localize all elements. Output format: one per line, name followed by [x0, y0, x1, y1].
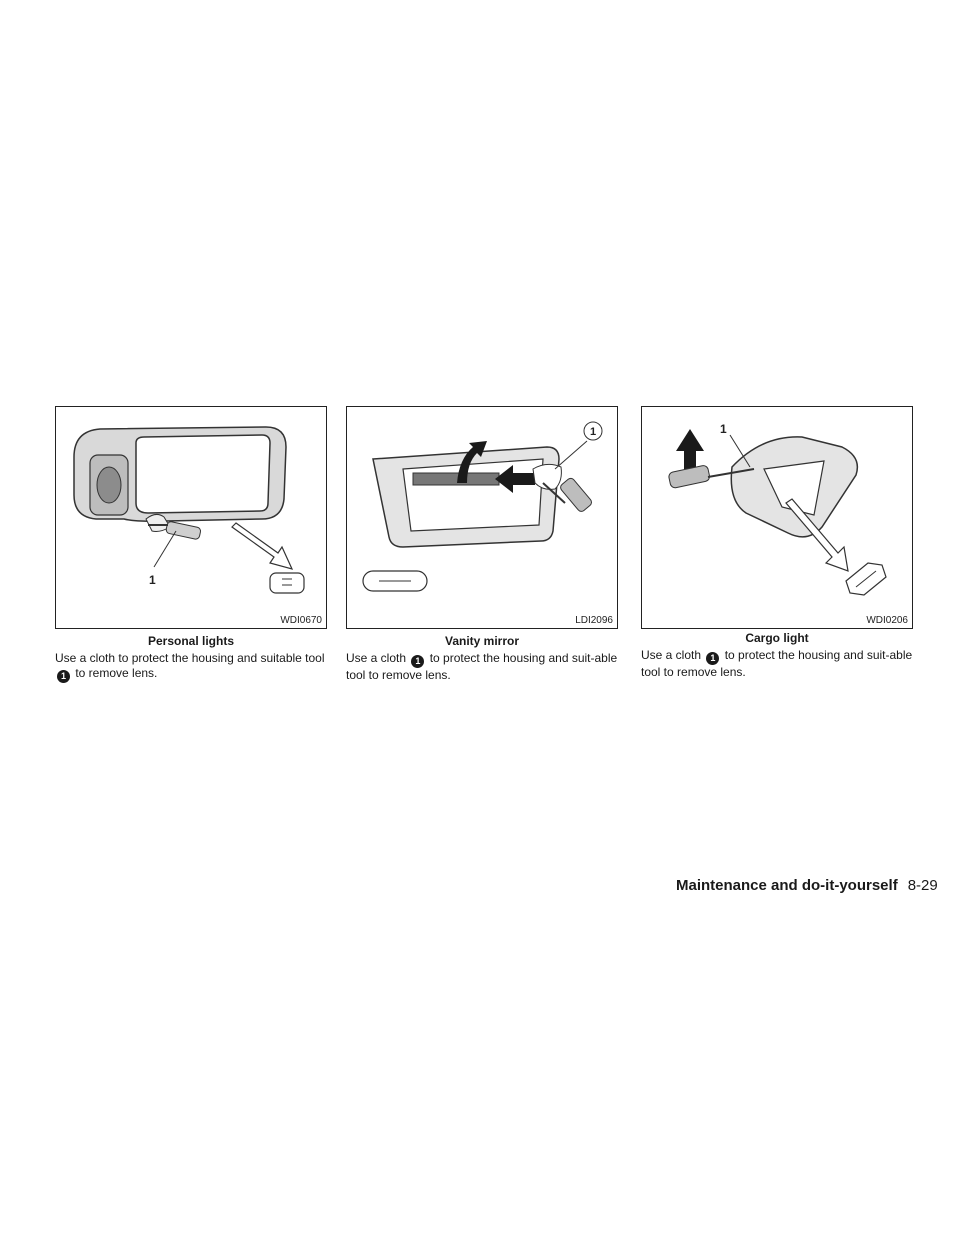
instruction-text: Use a cloth to protect the housing and s…: [55, 651, 327, 683]
figure-code: WDI0670: [280, 615, 322, 626]
instruction-text-end: to remove lens.: [75, 666, 158, 680]
figure-caption: Cargo light: [745, 631, 809, 645]
page-number: 8-29: [907, 877, 938, 894]
personal-lights-drawing: 1: [73, 426, 305, 594]
svg-text:1: 1: [720, 422, 727, 436]
instruction-text-end: to protect the housing and suit-able too…: [346, 651, 618, 682]
instruction-text-end: to protect the housing and suit-able too…: [641, 648, 913, 679]
vanity-mirror-illustration: 1 LDI2096: [346, 406, 618, 629]
page-footer: Maintenance and do-it-yourself 8-29: [676, 877, 938, 894]
cargo-light-drawing: 1: [668, 422, 887, 596]
cargo-light-illustration: 1 WDI0206: [641, 406, 913, 629]
instruction-text-start: Use a cloth: [641, 648, 702, 662]
cargo-light-section: 1 WDI0206 Cargo light Use a cloth 1 to p…: [641, 406, 913, 680]
callout-number-icon: 1: [57, 670, 70, 683]
footer-section-title: Maintenance and do-it-yourself: [676, 877, 898, 894]
svg-text:1: 1: [590, 426, 596, 438]
callout-number-icon: 1: [411, 655, 425, 668]
instruction-text-start: Use a cloth to protect the housing and s…: [55, 651, 325, 665]
personal-lights-section: 1 WDI0670 Personal lights Use a cloth to…: [55, 406, 327, 683]
vanity-mirror-drawing: 1: [362, 421, 603, 592]
callout-number-icon: 1: [706, 652, 720, 665]
personal-lights-illustration: 1 WDI0670: [55, 406, 327, 629]
figure-caption: Personal lights: [147, 634, 235, 648]
figure-caption: Vanity mirror: [444, 634, 520, 648]
svg-text:1: 1: [149, 573, 156, 587]
instruction-text: Use a cloth 1 to protect the housing and…: [346, 651, 618, 683]
figure-code: WDI0206: [866, 615, 908, 626]
vanity-mirror-section: 1 LDI2096 Vanity mirror Use a cloth 1 to…: [346, 406, 618, 683]
instruction-text: Use a cloth 1 to protect the housing and…: [641, 648, 913, 680]
instruction-text-start: Use a cloth: [346, 651, 407, 665]
figure-code: LDI2096: [575, 615, 613, 626]
